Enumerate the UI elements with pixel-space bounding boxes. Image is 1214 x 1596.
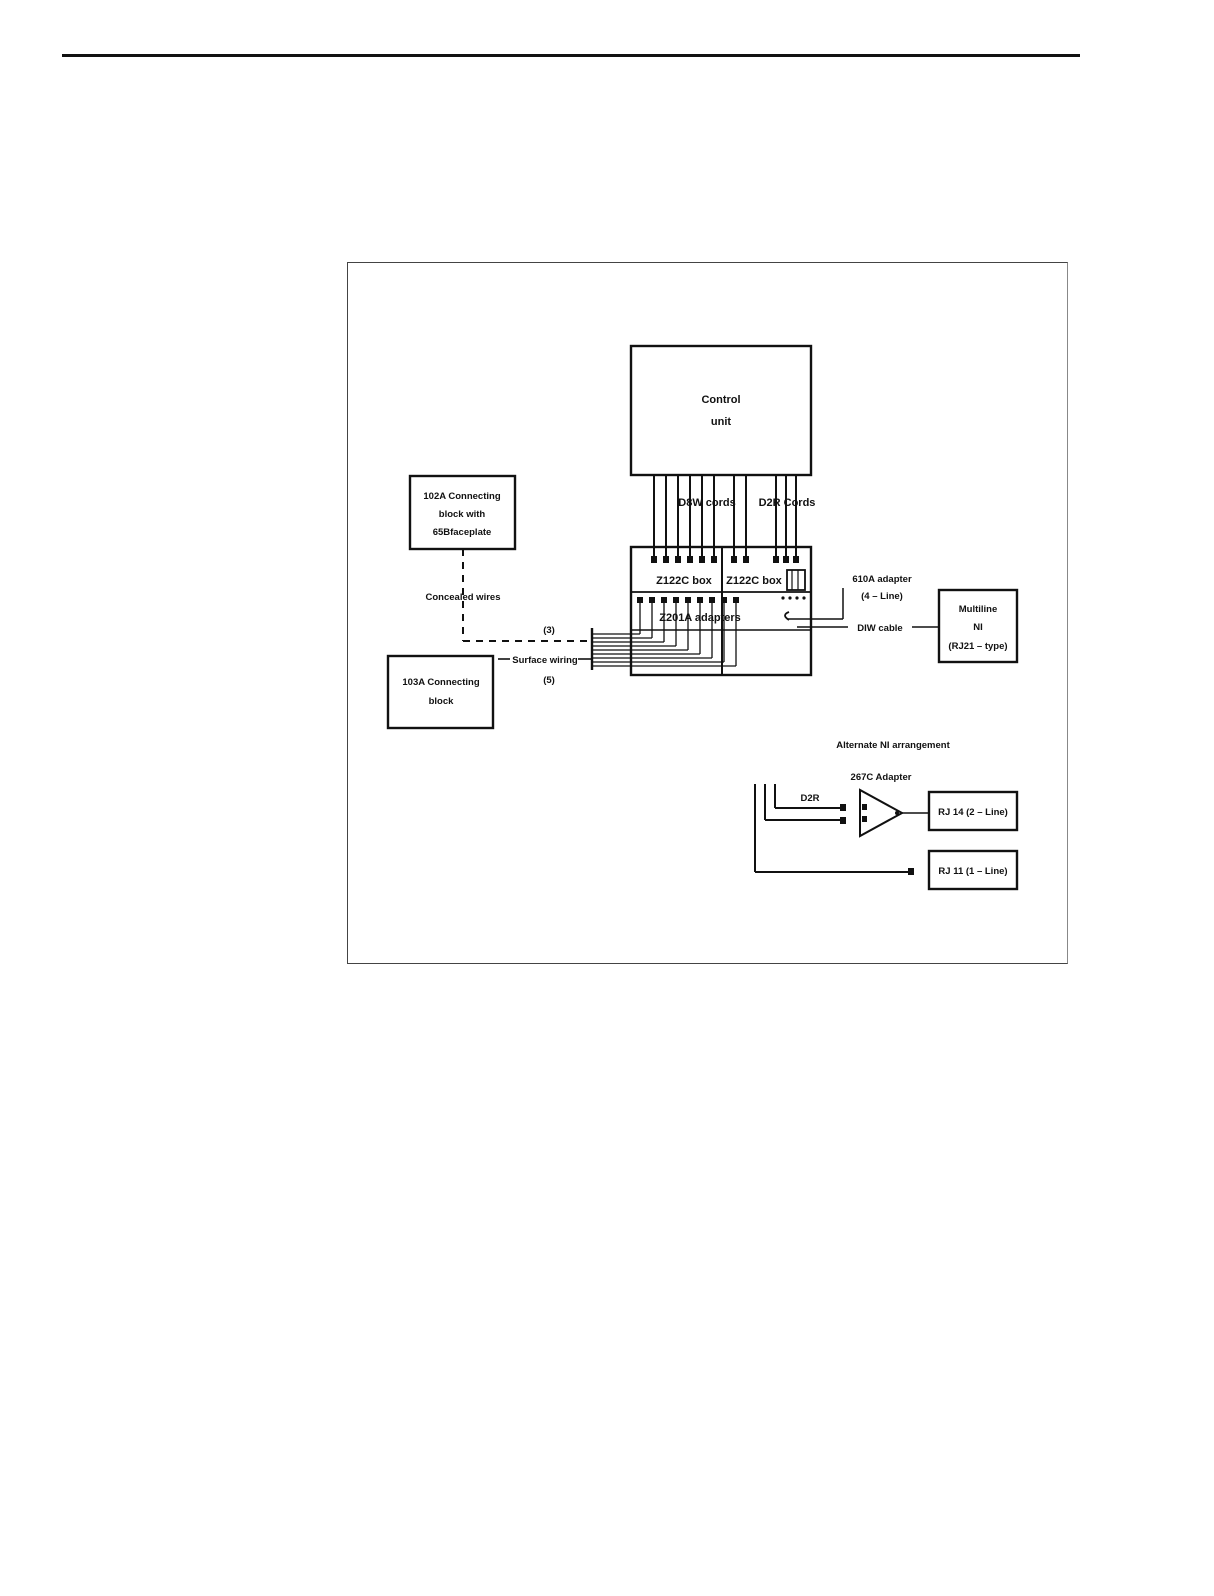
control-unit-label-1: Control (701, 394, 740, 406)
block-103a-label-1: 103A Connecting (402, 677, 479, 688)
z122c-right-label: Z122C box (726, 575, 783, 587)
block-103a-box (386, 654, 495, 730)
d2r-cords (775, 475, 797, 558)
adapter-267c-shape (859, 788, 905, 838)
adapter-610a-label-1: 610A adapter (852, 574, 912, 585)
adapter-610a (786, 569, 806, 591)
d2r-cords-label: D2R Cords (759, 497, 816, 509)
d8w-cords (653, 475, 747, 558)
rj14-label: RJ 14 (2 – Line) (938, 807, 1008, 818)
z201a-label: Z201A adapters (659, 612, 741, 624)
multiline-ni-label-2: NI (973, 622, 983, 633)
block-103a-label-2: block (429, 696, 455, 707)
adapter-267c-label: 267C Adapter (851, 772, 912, 783)
control-unit-label-2: unit (711, 416, 731, 428)
alternate-d2r-label: D2R (800, 793, 819, 804)
z122c-left-label: Z122C box (656, 575, 713, 587)
block-102a-label-1: 102A Connecting (423, 491, 500, 502)
count-5-label: (5) (543, 675, 555, 686)
figure-frame (347, 262, 1068, 964)
block-102a-label-3: 65Bfaceplate (433, 527, 492, 538)
multiline-ni-box (937, 588, 1019, 664)
count-3-label: (3) (543, 625, 555, 636)
multiline-ni-label-1: Multiline (959, 604, 998, 615)
concealed-wires-label: Concealed wires (426, 592, 501, 603)
rj14-box (927, 790, 1019, 832)
rj11-label: RJ 11 (1 – Line) (938, 866, 1007, 877)
multiline-ni-label-3: (RJ21 – type) (948, 641, 1007, 652)
top-rule (62, 54, 1080, 57)
control-unit-box (629, 344, 813, 477)
block-102a-label-2: block with (439, 509, 486, 520)
rj11-box (927, 849, 1019, 891)
alternate-ni-title: Alternate NI arrangement (836, 740, 950, 751)
adapter-610a-label-2: (4 – Line) (861, 591, 903, 602)
d8w-cords-label: D8W cords (678, 497, 735, 509)
alternate-ni-wiring (754, 784, 908, 873)
diw-cable-label: DIW cable (857, 623, 902, 634)
surface-wiring-label: Surface wiring (512, 655, 578, 666)
